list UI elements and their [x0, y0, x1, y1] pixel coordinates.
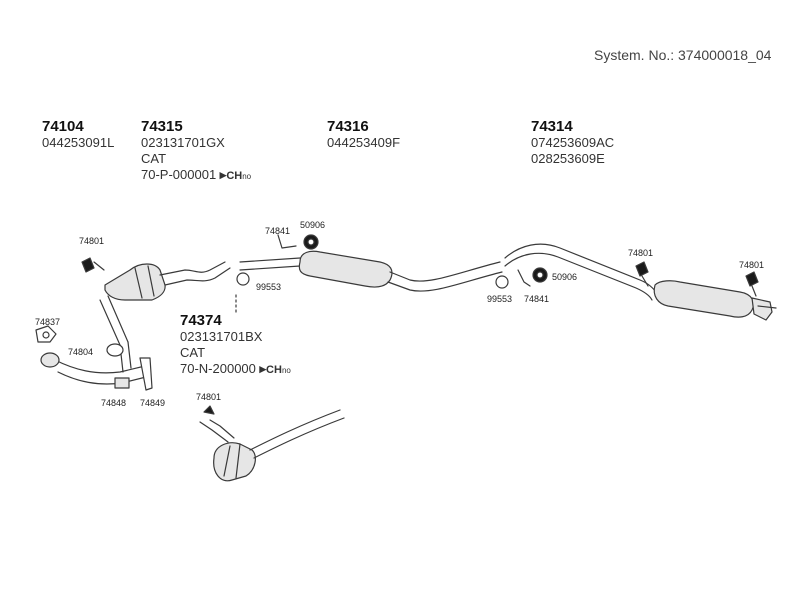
callout-74841: 74841	[524, 294, 550, 304]
oem-number: 044253091L	[42, 135, 115, 150]
chassis-marker: ▸CHno	[220, 167, 251, 182]
system-number: System. No.: 374000018_04	[594, 47, 772, 63]
part-number: 74314	[531, 118, 573, 135]
pipe-clamp-99553	[235, 272, 250, 313]
oem-number: 023131701BX	[180, 329, 263, 344]
rubber-hanger-74801	[745, 271, 759, 297]
flange-gasket-74837	[35, 325, 57, 343]
callout-74801: 74801	[196, 392, 222, 402]
front-pipe-74104	[40, 295, 147, 385]
chassis-marker: ▸CHno	[260, 361, 291, 376]
callout-74841: 74841	[265, 226, 291, 236]
pipe-clamp-99553	[495, 275, 509, 289]
bracket-74848	[114, 377, 130, 389]
part-74374-label: 74374 023131701BX CAT 70-N-200000 ▸CHno	[180, 312, 291, 379]
callout-50906: 50906	[552, 272, 578, 282]
arrow-icon: ▸	[219, 167, 227, 182]
bracket-74849	[139, 357, 153, 391]
callout-74837: 74837	[35, 317, 61, 327]
chassis-range: 70-P-000001 ▸CHno	[141, 167, 251, 185]
callout-74801: 74801	[628, 248, 654, 258]
part-74315-label: 74315 023131701GX CAT 70-P-000001 ▸CHno	[141, 118, 251, 185]
part-number: 74374	[180, 312, 222, 329]
callout-74804: 74804	[68, 347, 94, 357]
callout-99553: 99553	[256, 282, 282, 292]
callout-74848: 74848	[101, 398, 127, 408]
callout-99553: 99553	[487, 294, 513, 304]
rubber-hanger-74801	[81, 257, 105, 273]
centre-silencer-74316	[239, 250, 503, 292]
chassis-range: 70-N-200000 ▸CHno	[180, 361, 291, 379]
part-type: CAT	[180, 345, 206, 360]
rubber-hanger-74801	[635, 261, 649, 287]
ch-label: CH	[226, 170, 243, 182]
bracket-74841	[277, 234, 297, 249]
oem-number: 028253609E	[531, 151, 605, 166]
ch-label: CH	[266, 364, 282, 376]
part-number: 74316	[327, 118, 369, 135]
part-74104-label: 74104 044253091L	[42, 118, 114, 151]
part-number: 74315	[141, 118, 183, 135]
part-74316-label: 74316 044253409F	[327, 118, 400, 151]
part-type: CAT	[141, 151, 167, 166]
no-label: no	[281, 366, 291, 375]
oem-number: 044253409F	[327, 135, 401, 150]
callout-74801: 74801	[79, 236, 105, 246]
callout-50906: 50906	[300, 220, 326, 230]
callout-74801: 74801	[739, 260, 765, 270]
no-label: no	[242, 172, 252, 181]
catalytic-converter-74315	[104, 261, 231, 301]
rubber-ring-50906	[532, 267, 548, 283]
arrow-icon: ▸	[259, 361, 267, 376]
oem-number: 023131701GX	[141, 135, 225, 150]
callout-74849: 74849	[140, 398, 166, 408]
bracket-74841	[517, 269, 531, 287]
part-number: 74104	[42, 118, 84, 135]
rubber-ring-50906	[303, 234, 319, 250]
chassis-number: 70-N-200000	[180, 361, 256, 376]
chassis-number: 70-P-000001	[141, 167, 217, 182]
rear-silencer-74314	[504, 243, 777, 321]
oem-number: 074253609AC	[531, 135, 615, 150]
part-74314-label: 74314 074253609AC 028253609E	[531, 118, 614, 167]
catalytic-converter-74374	[199, 405, 345, 482]
